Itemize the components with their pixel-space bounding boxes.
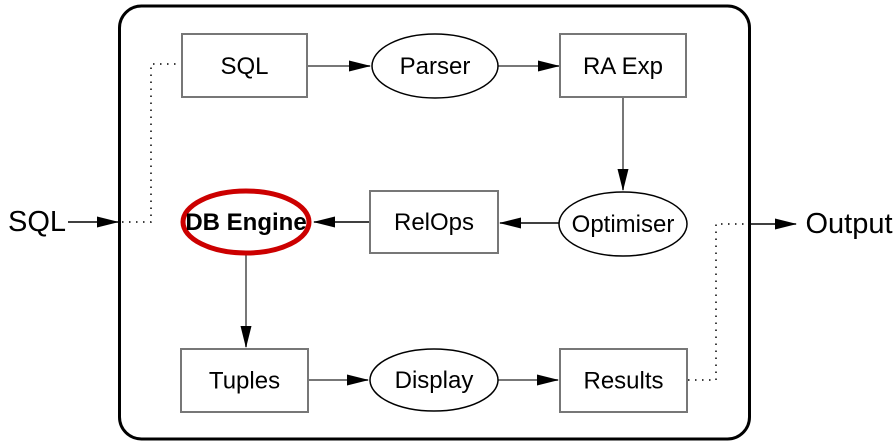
ra-exp-shape — [559, 33, 687, 98]
relops-label: RelOps — [394, 209, 474, 236]
db-engine-shape — [180, 188, 312, 256]
node-db-engine: DB Engine — [180, 188, 312, 256]
optimiser-label: Optimiser — [572, 211, 675, 238]
db-engine-label: DB Engine — [185, 209, 306, 236]
display-shape — [369, 348, 499, 412]
parser-label: Parser — [400, 53, 471, 80]
node-ra-exp: RA Exp — [559, 33, 687, 98]
node-results: Results — [559, 348, 688, 413]
sql-box-shape — [181, 33, 308, 98]
tuples-label: Tuples — [209, 368, 280, 395]
relops-shape — [369, 190, 499, 254]
ra-exp-label: RA Exp — [583, 53, 663, 80]
results-shape — [559, 348, 688, 413]
display-label: Display — [395, 367, 474, 394]
parser-shape — [371, 33, 499, 99]
output-label: Output — [805, 208, 892, 240]
node-sql-box: SQL — [181, 33, 308, 98]
tuples-shape — [180, 348, 309, 413]
dotted-connector-results-to-output — [688, 223, 748, 381]
node-tuples: Tuples — [180, 348, 309, 413]
results-label: Results — [583, 368, 663, 395]
input-sql-label: SQL — [8, 206, 66, 238]
node-optimiser: Optimiser — [558, 191, 688, 257]
node-relops: RelOps — [369, 190, 499, 254]
node-parser: Parser — [371, 33, 499, 99]
dotted-connector-input-to-sql-box — [122, 63, 180, 223]
node-display: Display — [369, 348, 499, 412]
optimiser-shape — [558, 191, 688, 257]
system-boundary-frame — [118, 4, 751, 441]
sql-box-label: SQL — [220, 53, 268, 80]
